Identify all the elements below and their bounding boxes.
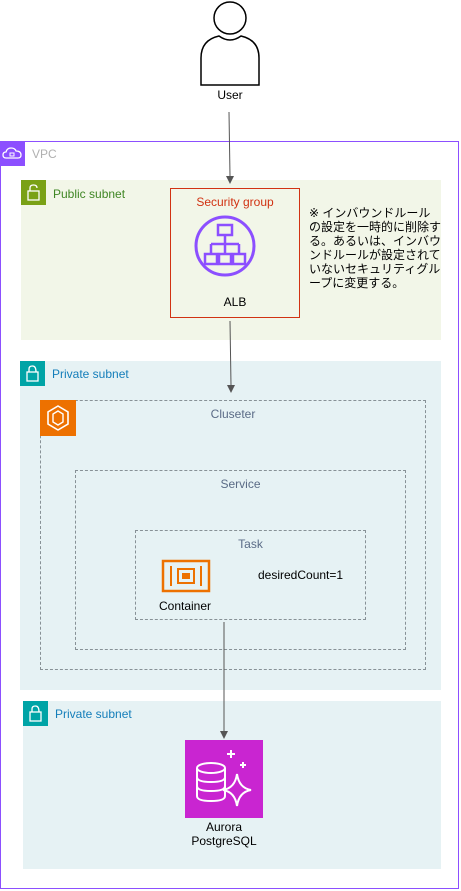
note-text: ※ インバウンドルールの設定を一時的に削除する。あるいは、インバウンドルールが設… (309, 206, 442, 290)
security-group-label: Security group (196, 195, 274, 209)
task-label: Task (238, 537, 263, 551)
task-container (135, 530, 366, 620)
aurora-icon (185, 740, 263, 818)
private-subnet-1-label: Private subnet (52, 367, 129, 381)
private-subnet-2-label: Private subnet (55, 707, 132, 721)
container-icon (161, 559, 211, 593)
alb-icon (194, 215, 256, 277)
private-subnet-2-lock-icon (23, 701, 48, 726)
private-subnet-1 (20, 361, 441, 690)
cluster-container (40, 400, 426, 670)
container-label: Container (158, 599, 212, 613)
aurora-label-line1: Aurora (205, 820, 243, 834)
cluster-label: Cluseter (210, 407, 256, 421)
private-subnet-1-lock-icon (20, 361, 45, 386)
vpc-cloud-icon (0, 141, 25, 166)
service-label: Service (220, 477, 261, 491)
ecs-cluster-icon (40, 400, 76, 436)
desired-count-text: desiredCount=1 (258, 568, 344, 582)
user-icon (200, 1, 260, 86)
aurora-label-line2: PostgreSQL (191, 834, 257, 848)
alb-label: ALB (223, 295, 247, 309)
public-subnet-label: Public subnet (53, 187, 126, 201)
vpc-label: VPC (32, 147, 57, 161)
user-label: User (217, 88, 243, 102)
service-container (75, 470, 406, 650)
public-subnet-lock-icon (21, 180, 46, 205)
